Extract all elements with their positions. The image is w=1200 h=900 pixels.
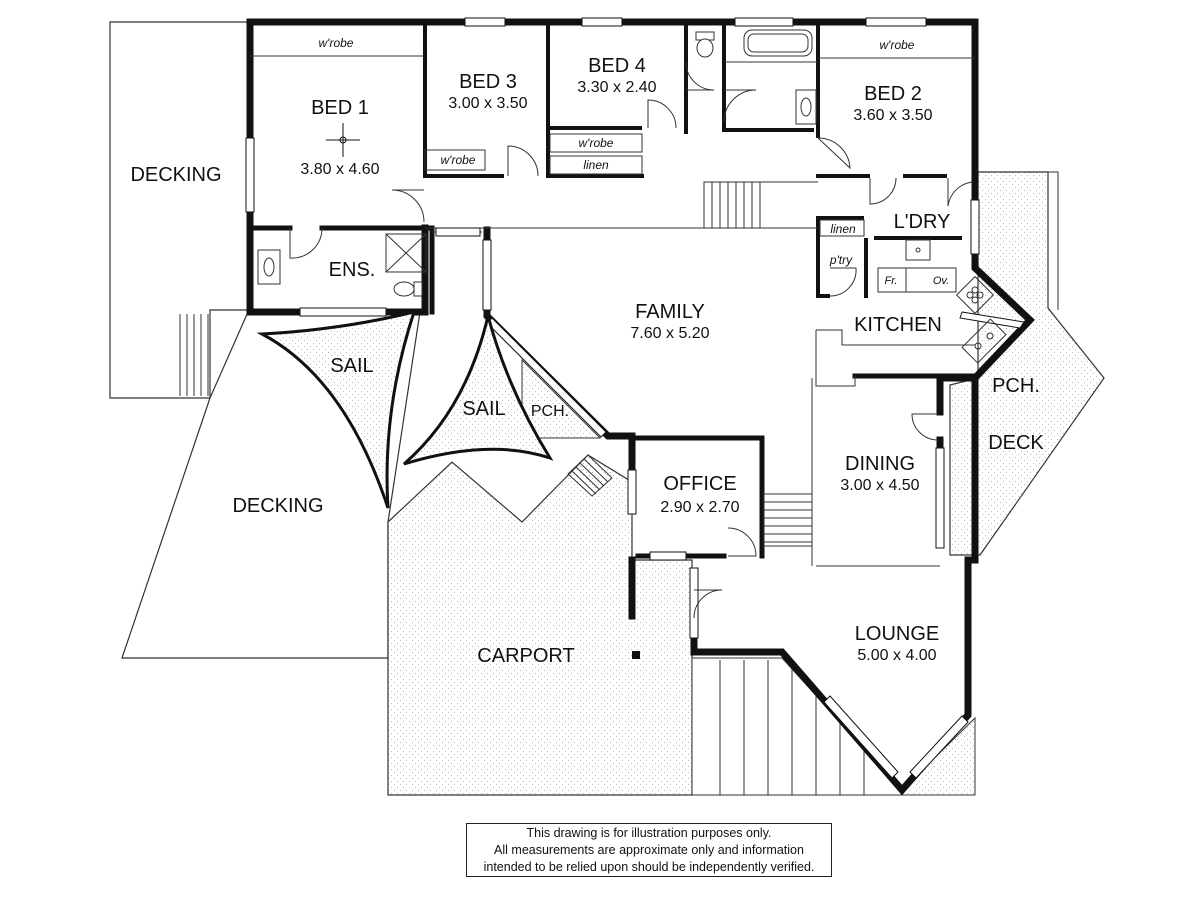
disclaimer-line-3: intended to be relied upon should be ind… <box>483 860 815 874</box>
basin-icon <box>257 249 281 285</box>
toilet-icon <box>695 31 715 58</box>
wrobe-bed2-label: w'robe <box>880 38 915 52</box>
carport-steps <box>567 454 613 497</box>
basin-bathroom-icon <box>795 89 817 125</box>
carport-name: CARPORT <box>477 645 574 667</box>
outdoor-labels: DECKING DECKING DECK SAIL SAIL PCH. PCH. <box>130 164 1044 517</box>
sail-left-label: SAIL <box>330 355 373 377</box>
office-dim: 2.90 x 2.70 <box>660 499 739 516</box>
office-name: OFFICE <box>663 473 736 495</box>
lounge-terrace <box>901 716 976 796</box>
shower-icon <box>385 233 427 273</box>
fridge-label: Fr. <box>884 275 897 287</box>
disclaimer-box: This drawing is for illustration purpose… <box>466 823 832 877</box>
room-labels: BED 1 3.80 x 4.60 BED 3 3.00 x 3.50 BED … <box>300 55 950 667</box>
bed4-dim: 3.30 x 2.40 <box>577 79 656 96</box>
sail-center <box>403 315 554 466</box>
porch-east-label: PCH. <box>992 375 1040 397</box>
carport-area <box>387 454 693 796</box>
thin-lines <box>250 55 975 567</box>
laundry-name: L'DRY <box>894 211 951 233</box>
door-swings <box>289 61 973 619</box>
kitchen-sink-icon <box>961 318 1007 364</box>
windows <box>245 17 980 639</box>
linen-kitchen-label: linen <box>830 222 856 236</box>
toilet-ensuite-icon <box>393 281 423 297</box>
laundry-tub-icon <box>905 239 931 261</box>
bed3-name: BED 3 <box>459 71 517 93</box>
pantry-label: p'try <box>829 253 853 267</box>
bed1-dim: 3.80 x 4.60 <box>300 161 379 178</box>
bed3-dim: 3.00 x 3.50 <box>448 95 527 112</box>
stairs-hall <box>703 181 818 229</box>
sail-left <box>256 309 417 509</box>
cooktop-icon <box>955 275 995 315</box>
sail-center-label: SAIL <box>462 398 505 420</box>
lounge-name: LOUNGE <box>855 623 939 645</box>
disclaimer-line-2: All measurements are approximate only an… <box>494 843 804 857</box>
bed4-name: BED 4 <box>588 55 646 77</box>
lounge-dim: 5.00 x 4.00 <box>857 647 936 664</box>
stairs-dining <box>763 493 813 547</box>
wrobe-bed1-label: w'robe <box>319 36 354 50</box>
dining-name: DINING <box>845 453 915 475</box>
fixture-labels: w'robe w'robe w'robe w'robe linen linen … <box>319 36 950 287</box>
kitchen-name: KITCHEN <box>854 314 942 336</box>
bathtub-icon <box>743 29 813 57</box>
family-dim: 7.60 x 5.20 <box>630 325 709 342</box>
oven-label: Ov. <box>933 275 949 287</box>
wrobe-bed4-label: w'robe <box>579 136 614 150</box>
linen-hall-label: linen <box>583 158 609 172</box>
deck-south-boards <box>691 657 903 796</box>
bed2-name: BED 2 <box>864 83 922 105</box>
disclaimer-line-1: This drawing is for illustration purpose… <box>526 826 772 840</box>
deck-east-label: DECK <box>988 432 1044 454</box>
decking-north-label: DECKING <box>130 164 221 186</box>
decking-west-label: DECKING <box>232 495 323 517</box>
wrobe-bed3-label: w'robe <box>441 153 476 167</box>
ceiling-fan-icon <box>326 123 360 157</box>
bed2-dim: 3.60 x 3.50 <box>853 107 932 124</box>
family-name: FAMILY <box>635 301 705 323</box>
porch-center-area <box>521 358 602 439</box>
decking-north-area <box>109 21 249 399</box>
bed1-name: BED 1 <box>311 97 369 119</box>
bay-windows-lounge <box>823 311 1025 779</box>
ensuite-name: ENS. <box>329 259 376 281</box>
carport-post <box>632 651 640 659</box>
porch-center-label: PCH. <box>531 403 569 420</box>
dining-dim: 3.00 x 4.50 <box>840 477 919 494</box>
